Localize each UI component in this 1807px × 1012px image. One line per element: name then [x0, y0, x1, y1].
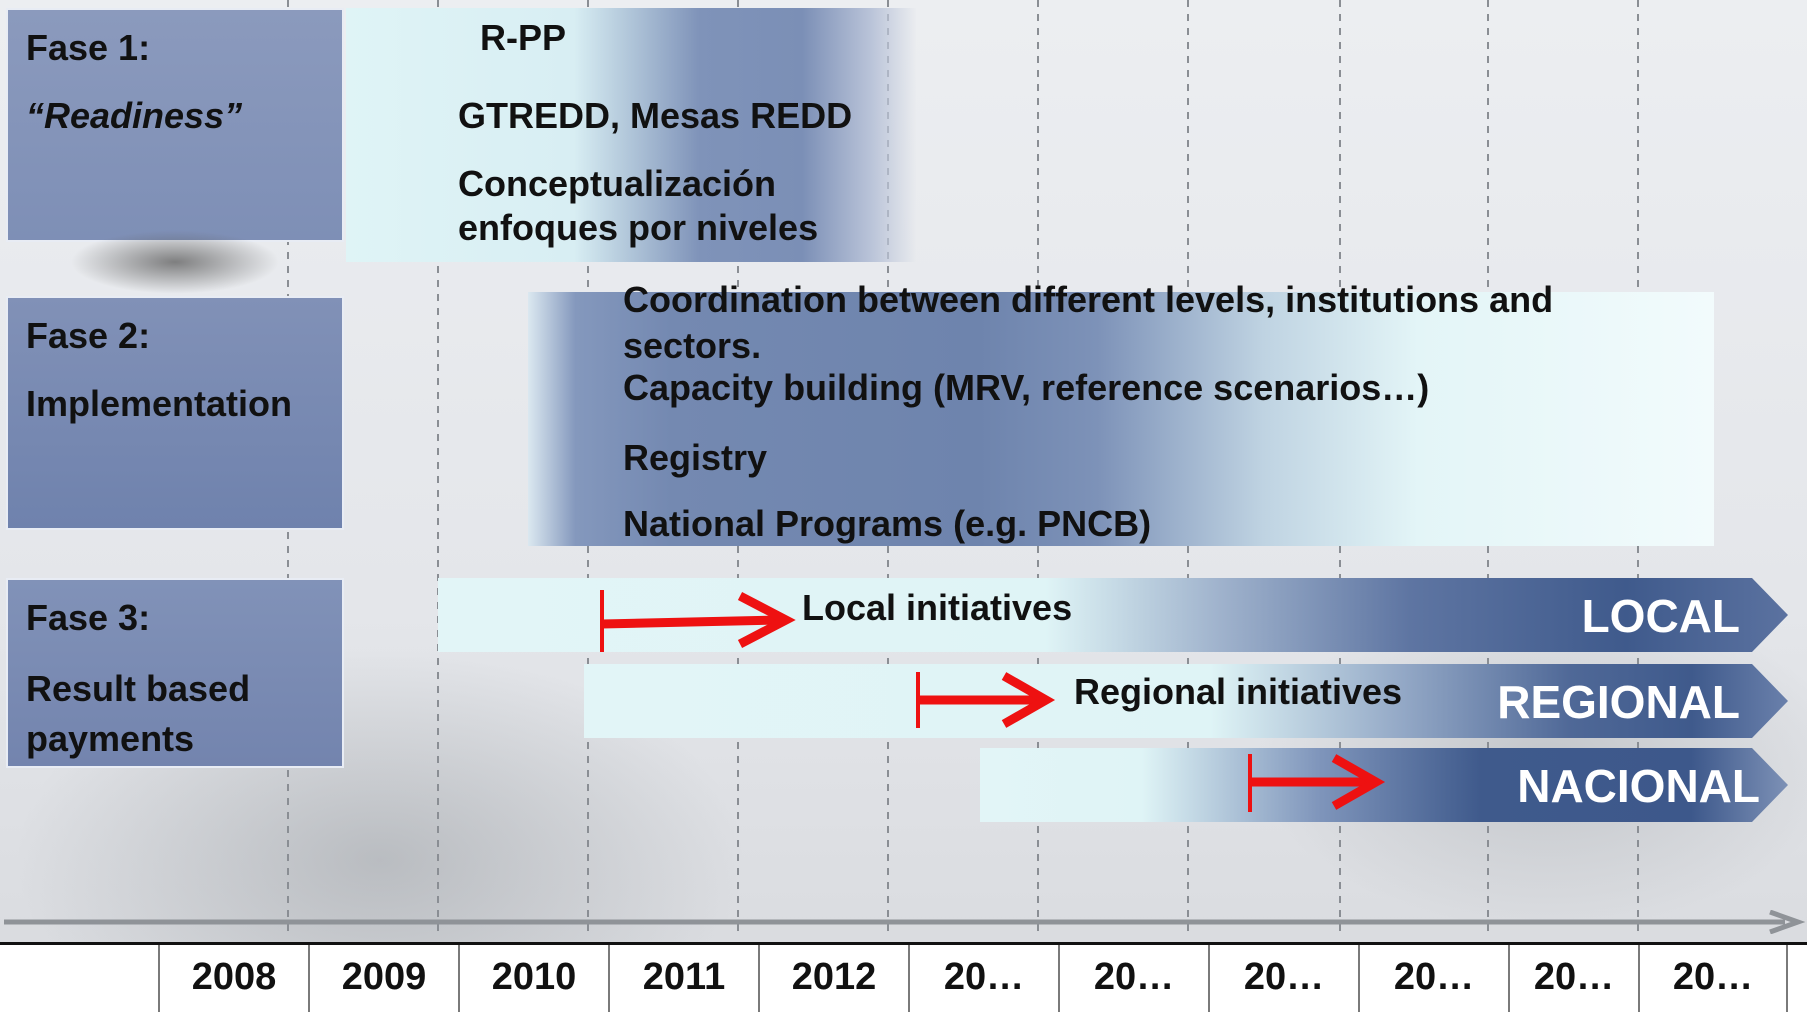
nacional-band [980, 748, 1788, 822]
year-timeline-row: 2008 2009 2010 2011 2012 20… 20… 20… 20…… [0, 942, 1807, 1012]
sectors-label: sectors. [623, 325, 762, 366]
conceptualizacion-label: Conceptualización [458, 163, 777, 204]
regional-level-label: REGIONAL [1497, 676, 1740, 728]
shadow-decoration [70, 230, 280, 294]
nacional-level-label: NACIONAL [1517, 760, 1760, 812]
year-future-4: 20… [1358, 945, 1508, 1012]
gtredd-label: GTREDD, Mesas REDD [458, 95, 853, 136]
year-2011: 2011 [608, 945, 758, 1012]
year-future-2: 20… [1058, 945, 1208, 1012]
year-future-6: 20… [1638, 945, 1788, 1012]
time-axis-arrow-icon [4, 910, 1806, 934]
phase-2-subtitle: Implementation [26, 383, 293, 424]
local-initiatives-label: Local initiatives [802, 587, 1073, 628]
phase-1-subtitle: “Readiness” [26, 95, 243, 136]
local-level-label: LOCAL [1581, 590, 1740, 642]
year-2008: 2008 [158, 945, 308, 1012]
year-future-3: 20… [1208, 945, 1358, 1012]
coordination-label: Coordination between different levels, i… [623, 279, 1554, 320]
registry-label: Registry [623, 437, 768, 478]
regional-initiatives-label: Regional initiatives [1074, 671, 1403, 712]
enfoques-label: enfoques por niveles [458, 207, 819, 248]
year-2012: 2012 [758, 945, 908, 1012]
nacional-start-arrow-icon [1248, 754, 1386, 812]
year-future-5: 20… [1508, 945, 1638, 1012]
year-2009: 2009 [308, 945, 458, 1012]
phase-3-subtitle-line1: Result based [26, 668, 251, 709]
regional-start-arrow-icon [916, 672, 1056, 728]
local-band [438, 578, 1788, 652]
year-2010: 2010 [458, 945, 608, 1012]
phase-3-box: Fase 3: Result based payments [6, 578, 344, 768]
local-start-arrow-icon [600, 590, 796, 652]
year-future-1: 20… [908, 945, 1058, 1012]
phase-2-title: Fase 2: [26, 315, 151, 356]
phase-1-activities-box [346, 8, 916, 262]
rpp-label: R-PP [480, 17, 567, 58]
phase-2-box: Fase 2: Implementation [6, 296, 344, 530]
phase-3-title: Fase 3: [26, 597, 151, 638]
national-programs-label: National Programs (e.g. PNCB) [623, 503, 1152, 544]
regional-band [584, 664, 1788, 738]
phase-3-subtitle-line2: payments [26, 718, 195, 759]
phase-1-box: Fase 1: “Readiness” [6, 8, 344, 242]
phase-1-title: Fase 1: [26, 27, 151, 68]
phase-2-activities-box [528, 292, 1714, 546]
capacity-building-label: Capacity building (MRV, reference scenar… [623, 367, 1430, 408]
